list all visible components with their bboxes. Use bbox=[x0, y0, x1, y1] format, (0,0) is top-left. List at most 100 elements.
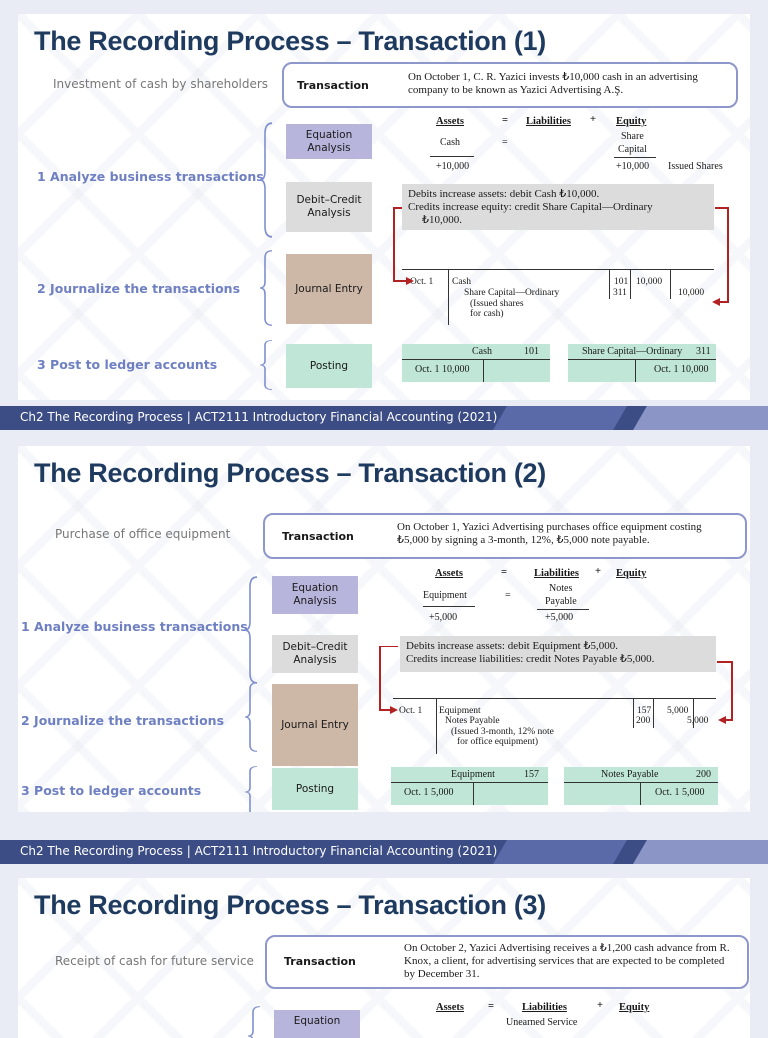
journal-credit-amount: 5,000 bbox=[687, 716, 709, 726]
transaction-description: Investment of cash by shareholders bbox=[53, 77, 269, 91]
journal-debit-account: Cash bbox=[452, 277, 471, 287]
journal-debit-amount: 10,000 bbox=[636, 277, 663, 287]
ledger-account-right: Share Capital—Ordinary 311 Oct. 1 10,000 bbox=[568, 344, 716, 382]
liab-amount: +5,000 bbox=[545, 612, 574, 623]
equity-header: Equity bbox=[616, 116, 647, 127]
ledger-account-name: Notes Payable bbox=[601, 769, 659, 780]
equation-analysis-box: Equation bbox=[274, 1010, 360, 1038]
ledger-entry: Oct. 1 10,000 bbox=[415, 364, 470, 375]
equity-header: Equity bbox=[619, 1002, 650, 1013]
transaction-label: Transaction bbox=[282, 530, 354, 543]
flow-arrows-icon bbox=[393, 207, 729, 306]
ledger-account-number: 200 bbox=[696, 769, 711, 780]
footer-band: Ch2 The Recording Process | ACT2111 Intr… bbox=[0, 406, 768, 430]
journal-credit-account: Share Capital—Ordinary bbox=[464, 288, 560, 298]
slide-transaction-3: The Recording Process – Transaction (3) … bbox=[18, 878, 750, 1038]
posting-box: Posting bbox=[286, 344, 372, 388]
journal-debit-account: Equipment bbox=[439, 706, 481, 716]
assets-header: Assets bbox=[436, 1002, 464, 1013]
journal-ref: 101 bbox=[614, 277, 629, 287]
liab-account-line2: Payable bbox=[545, 596, 577, 607]
ledger-account-number: 157 bbox=[524, 769, 539, 780]
asset-amount: +5,000 bbox=[429, 612, 458, 623]
equity-account-line2: Capital bbox=[618, 144, 647, 155]
underline bbox=[537, 609, 589, 610]
transaction-text: On October 1, Yazici Advertising purchas… bbox=[397, 521, 702, 546]
brace-icon bbox=[244, 576, 258, 684]
journal-entry-box: Journal Entry bbox=[286, 254, 372, 324]
equals-sign: = bbox=[488, 1001, 494, 1012]
liab-account-line1: Unearned Service bbox=[506, 1017, 578, 1028]
rule-line: ₺10,000. bbox=[422, 214, 462, 226]
rule-line: Credits increase liabilities: credit Not… bbox=[406, 653, 655, 665]
brace-icon bbox=[259, 250, 273, 326]
asset-amount: +10,000 bbox=[436, 161, 470, 172]
slide-transaction-2: The Recording Process – Transaction (2) … bbox=[18, 446, 750, 812]
accounting-equation: Assets = Liabilities + Equity Unearned S… bbox=[422, 1000, 742, 1030]
brace-icon bbox=[244, 682, 258, 752]
asset-account: Cash bbox=[440, 137, 460, 148]
transaction-box: Transaction On October 2, Yazici Adverti… bbox=[265, 935, 749, 989]
journal-memo: (Issued shares bbox=[470, 299, 524, 309]
equity-note: Issued Shares bbox=[668, 161, 723, 172]
brace-icon bbox=[259, 340, 273, 390]
transaction-description: Receipt of cash for future service bbox=[55, 954, 254, 968]
step-post: 3 Post to ledger accounts bbox=[37, 357, 218, 372]
footer-text: Ch2 The Recording Process | ACT2111 Intr… bbox=[20, 844, 498, 858]
transaction-text: On October 1, C. R. Yazici invests ₺10,0… bbox=[408, 71, 698, 96]
liabilities-header: Liabilities bbox=[526, 116, 571, 127]
ledger-account-left: Equipment 157 Oct. 1 5,000 bbox=[391, 767, 548, 805]
journal-date: Oct. 1 bbox=[399, 706, 423, 716]
journal-credit-account: Notes Payable bbox=[445, 716, 500, 726]
step-journalize: 2 Journalize the transactions bbox=[21, 713, 225, 728]
step-analyze: 1 Analyze business transactions bbox=[21, 619, 248, 634]
asset-account: Equipment bbox=[423, 590, 467, 601]
equals-sign: = bbox=[502, 137, 508, 148]
plus-sign: + bbox=[590, 114, 596, 125]
accounting-equation: Assets = Liabilities + Equity Cash = +10… bbox=[418, 114, 738, 184]
ledger-account-name: Cash bbox=[472, 346, 492, 357]
debit-credit-rules: Debits increase assets: debit Equipment … bbox=[400, 636, 716, 672]
slide-title: The Recording Process – Transaction (2) bbox=[34, 458, 546, 488]
brace-icon bbox=[247, 1006, 261, 1038]
journal-date: Oct. 1 bbox=[410, 277, 434, 287]
journal-entry-box: Journal Entry bbox=[272, 684, 358, 766]
slide-title: The Recording Process – Transaction (3) bbox=[34, 890, 546, 920]
ledger-account-name: Share Capital—Ordinary bbox=[582, 346, 683, 357]
liabilities-header: Liabilities bbox=[522, 1002, 567, 1013]
journal-entry: Oct. 1 Cash Share Capital—Ordinary (Issu… bbox=[402, 269, 714, 325]
footer-text: Ch2 The Recording Process | ACT2111 Intr… bbox=[20, 410, 498, 424]
rule-line: Credits increase equity: credit Share Ca… bbox=[408, 201, 653, 213]
ledger-account-name: Equipment bbox=[451, 769, 495, 780]
rule-line: Debits increase assets: debit Equipment … bbox=[406, 640, 618, 652]
equity-header: Equity bbox=[616, 568, 647, 579]
ledger-entry: Oct. 1 10,000 bbox=[654, 364, 709, 375]
rule-line: Debits increase assets: debit Cash ₺10,0… bbox=[408, 188, 600, 200]
slide-title: The Recording Process – Transaction (1) bbox=[34, 26, 546, 56]
step-journalize: 2 Journalize the transactions bbox=[37, 281, 241, 296]
journal-memo: (Issued 3-month, 12% note bbox=[451, 727, 554, 737]
plus-sign: + bbox=[595, 566, 601, 577]
transaction-text: On October 2, Yazici Advertising receive… bbox=[404, 942, 730, 980]
journal-entry: Oct. 1 Equipment Notes Payable (Issued 3… bbox=[393, 698, 716, 754]
liabilities-header: Liabilities bbox=[534, 568, 579, 579]
brace-icon bbox=[259, 122, 273, 238]
liab-account-line1: Notes bbox=[549, 583, 573, 594]
assets-header: Assets bbox=[435, 568, 463, 579]
debit-credit-rules: Debits increase assets: debit Cash ₺10,0… bbox=[402, 184, 714, 230]
footer-band: Ch2 The Recording Process | ACT2111 Intr… bbox=[0, 840, 768, 864]
transaction-label: Transaction bbox=[284, 955, 356, 968]
equals-sign: = bbox=[505, 590, 511, 601]
equity-account-line1: Share bbox=[621, 131, 644, 142]
ledger-entry: Oct. 1 5,000 bbox=[655, 787, 705, 798]
transaction-label: Transaction bbox=[297, 79, 369, 92]
journal-debit-amount: 5,000 bbox=[667, 706, 689, 716]
journal-ref: 157 bbox=[637, 706, 652, 716]
journal-ref: 311 bbox=[613, 288, 627, 298]
underline bbox=[430, 156, 474, 157]
brace-icon bbox=[244, 766, 258, 812]
transaction-box: Transaction On October 1, C. R. Yazici i… bbox=[282, 62, 738, 108]
ledger-account-number: 311 bbox=[696, 346, 711, 357]
transaction-box: Transaction On October 1, Yazici Adverti… bbox=[263, 513, 747, 559]
journal-credit-amount: 10,000 bbox=[678, 288, 705, 298]
